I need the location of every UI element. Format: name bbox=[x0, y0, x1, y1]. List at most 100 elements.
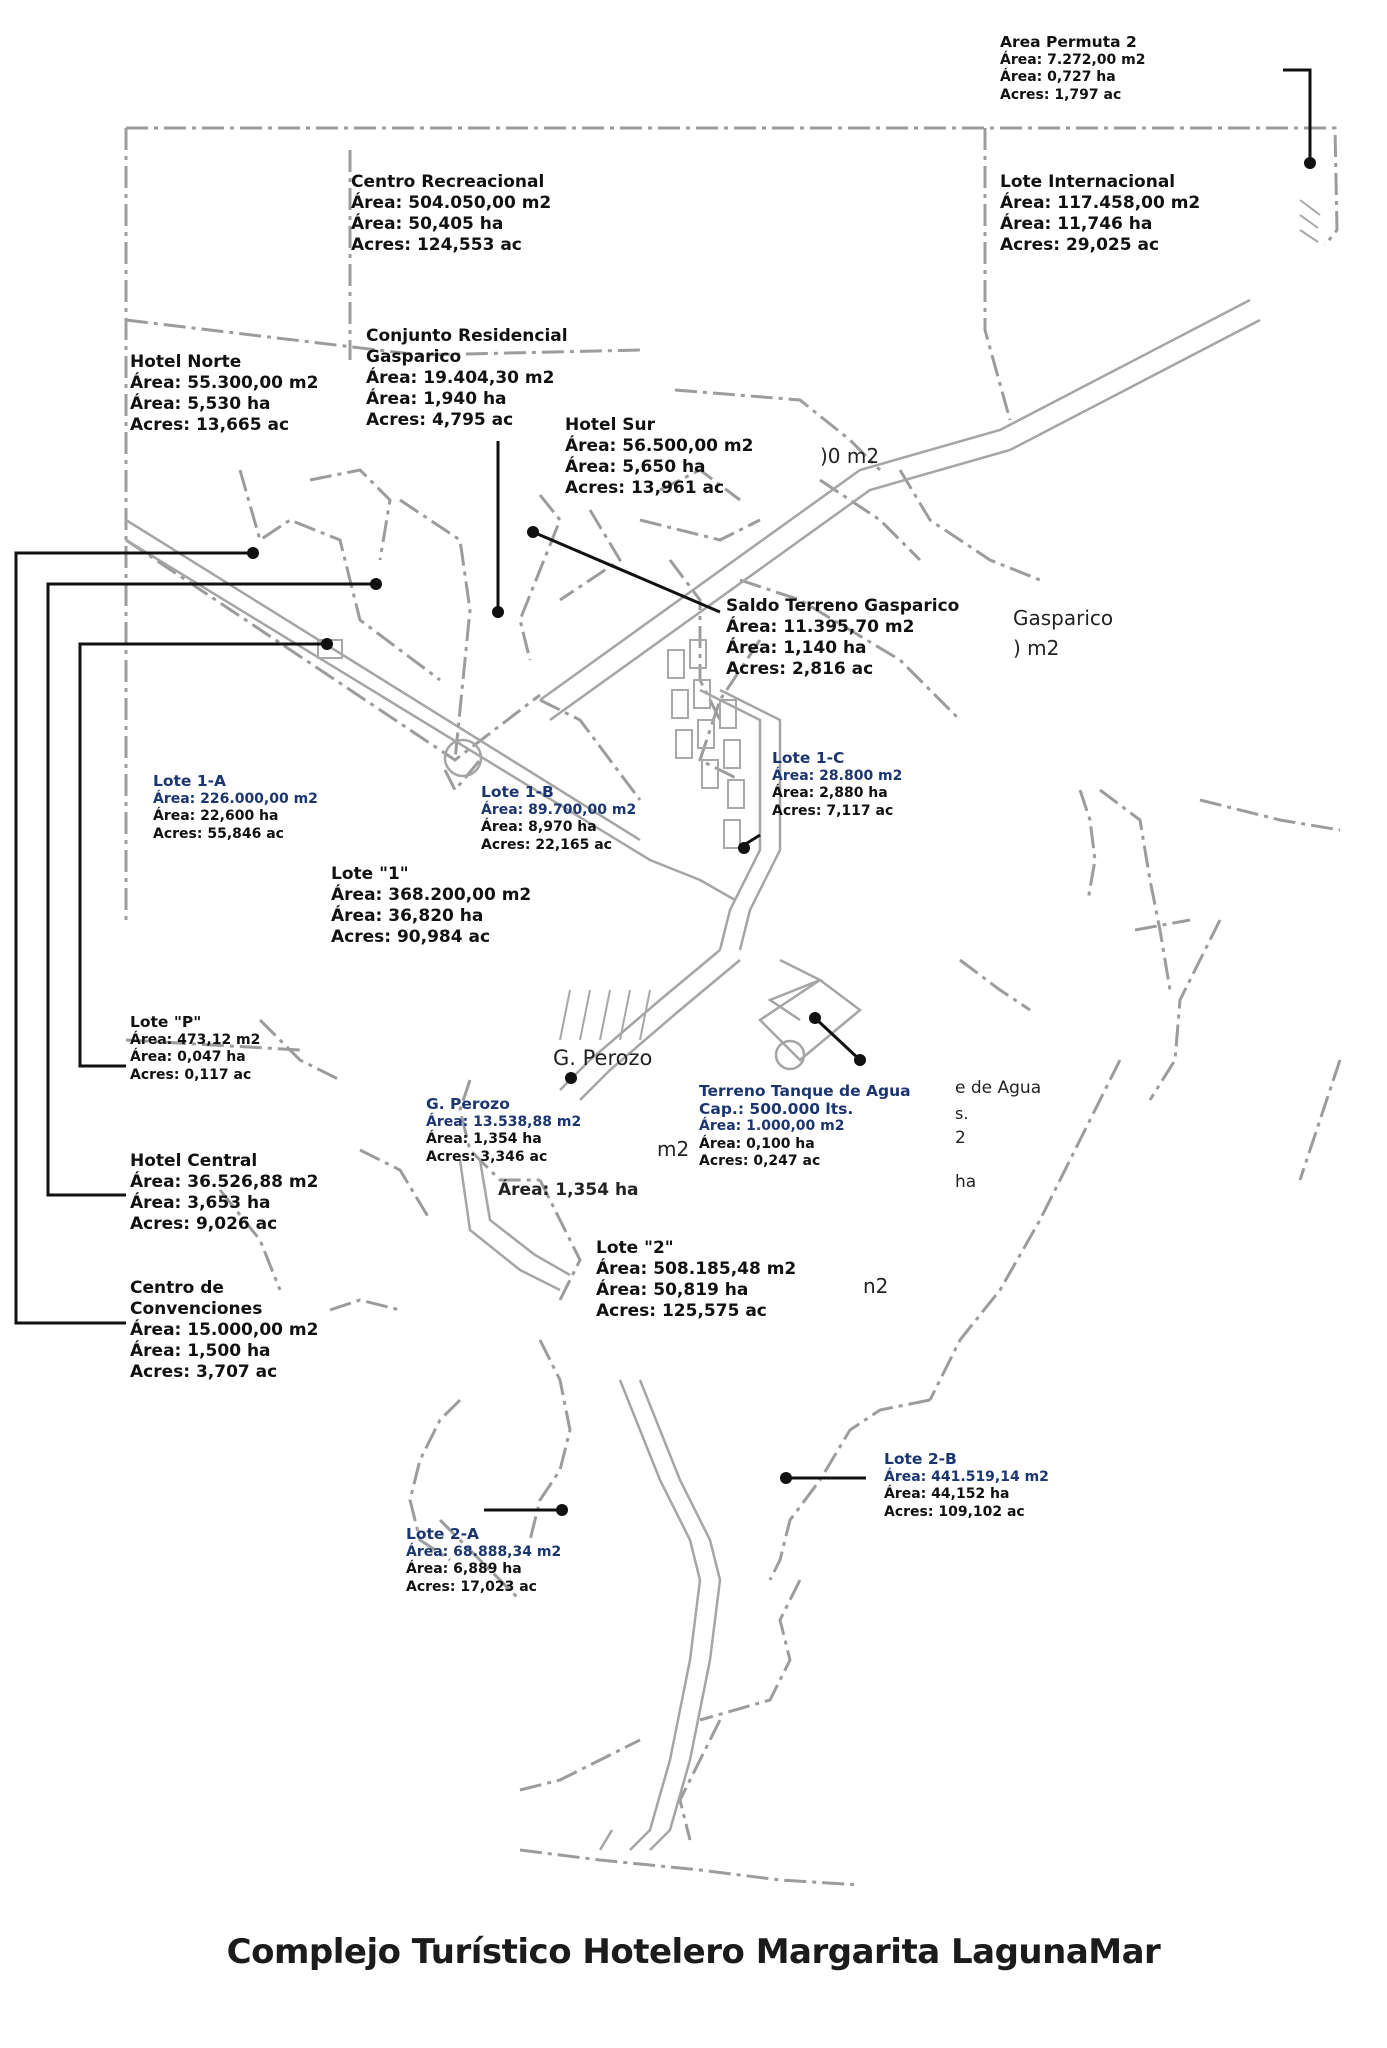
road-name-g-perozo: G. Perozo bbox=[553, 1046, 653, 1070]
lote-1a-ha: Área: 22,600 ha bbox=[153, 808, 279, 824]
lote-internacional-ha: Área: 11,746 ha bbox=[1000, 214, 1153, 234]
conjunto-residencial-ac: Acres: 4,795 ac bbox=[366, 410, 514, 430]
centro-recreacional-m2: Área: 504.050,00 m2 bbox=[351, 193, 552, 213]
marker-tanque-agua bbox=[809, 1012, 821, 1024]
lote-2b-m2: Área: 441.519,14 m2 bbox=[884, 1468, 1049, 1485]
lote-p-ha: Área: 0,047 ha bbox=[130, 1049, 246, 1065]
lote-1a-name: Lote 1-A bbox=[153, 772, 227, 790]
marker-hotel-sur bbox=[527, 526, 539, 538]
conjunto-residencial-m2: Área: 19.404,30 m2 bbox=[366, 368, 555, 388]
label-centro-recreacional: Centro Recreacional Área: 504.050,00 m2 … bbox=[351, 172, 551, 256]
label-conjunto-residencial: Conjunto Residencial Gasparico Área: 19.… bbox=[366, 326, 568, 431]
hotel-norte-m2: Área: 55.300,00 m2 bbox=[130, 373, 319, 393]
marker-centro-convenciones bbox=[247, 547, 259, 559]
lote-2-name: Lote "2" bbox=[596, 1238, 674, 1258]
lote-2-m2: Área: 508.185,48 m2 bbox=[596, 1259, 797, 1279]
lote-1a-m2: Área: 226.000,00 m2 bbox=[153, 790, 318, 807]
lote-1a-ac: Acres: 55,846 ac bbox=[153, 825, 284, 842]
marker-lote-2a bbox=[556, 1504, 568, 1516]
lote-p-m2: Área: 473,12 m2 bbox=[130, 1031, 261, 1048]
label-g-perozo: G. Perozo Área: 13.538,88 m2 Área: 1,354… bbox=[426, 1095, 582, 1166]
label-lote-1c: Lote 1-C Área: 28.800 m2 Área: 2,880 ha … bbox=[772, 749, 903, 820]
base-fragment-de-agua: e de Agua bbox=[955, 1078, 1042, 1098]
label-centro-convenciones: Centro de Convenciones Área: 15.000,00 m… bbox=[130, 1278, 318, 1383]
marker-tanque-agua-2 bbox=[854, 1054, 866, 1066]
map-title: Complejo Turístico Hotelero Margarita La… bbox=[226, 1932, 1161, 1972]
lote-p-ac: Acres: 0,117 ac bbox=[130, 1066, 252, 1083]
lote-2-ac: Acres: 125,575 ac bbox=[596, 1301, 767, 1321]
centro-recreacional-ha: Área: 50,405 ha bbox=[351, 214, 504, 234]
lote-p-name: Lote "P" bbox=[130, 1013, 202, 1031]
centro-recreacional-ac: Acres: 124,553 ac bbox=[351, 235, 522, 255]
centro-convenciones-m2: Área: 15.000,00 m2 bbox=[130, 1320, 319, 1340]
hotel-sur-name: Hotel Sur bbox=[565, 415, 656, 435]
conjunto-residencial-name-1: Conjunto Residencial bbox=[366, 326, 568, 346]
label-lote-2a: Lote 2-A Área: 68.888,34 m2 Área: 6,889 … bbox=[406, 1525, 561, 1596]
g-perozo-m2: Área: 13.538,88 m2 bbox=[426, 1113, 582, 1130]
label-lote-1a: Lote 1-A Área: 226.000,00 m2 Área: 22,60… bbox=[153, 772, 318, 843]
marker-conjunto-residencial bbox=[492, 606, 504, 618]
label-lote-1: Lote "1" Área: 368.200,00 m2 Área: 36,82… bbox=[331, 864, 531, 948]
label-saldo-terreno-gasparico: Saldo Terreno Gasparico Área: 11.395,70 … bbox=[726, 596, 959, 680]
hotel-central-ha: Área: 3,653 ha bbox=[130, 1193, 271, 1213]
label-lote-2b: Lote 2-B Área: 441.519,14 m2 Área: 44,15… bbox=[884, 1450, 1049, 1521]
lote-1c-ha: Área: 2,880 ha bbox=[772, 785, 888, 801]
area-permuta-2-ac: Acres: 1,797 ac bbox=[1000, 86, 1122, 103]
base-fragment-ha: ha bbox=[955, 1172, 977, 1192]
area-permuta-2-ha: Área: 0,727 ha bbox=[1000, 69, 1116, 85]
base-fragment-area-ha: Área: 1,354 ha bbox=[498, 1180, 639, 1200]
lote-1-name: Lote "1" bbox=[331, 864, 409, 884]
saldo-terreno-ac: Acres: 2,816 ac bbox=[726, 659, 874, 679]
label-lote-p: Lote "P" Área: 473,12 m2 Área: 0,047 ha … bbox=[130, 1013, 261, 1084]
lote-2b-ac: Acres: 109,102 ac bbox=[884, 1503, 1025, 1520]
base-fragment-gasparico: Gasparico bbox=[1013, 606, 1114, 630]
conjunto-residencial-ha: Área: 1,940 ha bbox=[366, 389, 507, 409]
base-fragment-m2-b: ) m2 bbox=[1013, 636, 1060, 660]
hotel-norte-ac: Acres: 13,665 ac bbox=[130, 415, 290, 435]
label-hotel-sur: Hotel Sur Área: 56.500,00 m2 Área: 5,650… bbox=[565, 415, 753, 499]
label-terreno-tanque-agua: Terreno Tanque de Agua Cap.: 500.000 lts… bbox=[699, 1082, 911, 1171]
lote-1b-name: Lote 1-B bbox=[481, 783, 554, 801]
base-fragment-m2-c: m2 bbox=[657, 1137, 690, 1161]
saldo-terreno-name: Saldo Terreno Gasparico bbox=[726, 596, 960, 616]
label-hotel-central: Hotel Central Área: 36.526,88 m2 Área: 3… bbox=[130, 1151, 318, 1235]
area-permuta-2-name: Area Permuta 2 bbox=[1000, 33, 1137, 51]
hotel-norte-ha: Área: 5,530 ha bbox=[130, 394, 271, 414]
marker-lote-internacional bbox=[1304, 157, 1316, 169]
centro-convenciones-ha: Área: 1,500 ha bbox=[130, 1341, 271, 1361]
lote-internacional-m2: Área: 117.458,00 m2 bbox=[1000, 193, 1201, 213]
hotel-sur-ha: Área: 5,650 ha bbox=[565, 457, 706, 477]
label-area-permuta-2: Area Permuta 2 Área: 7.272,00 m2 Área: 0… bbox=[1000, 33, 1146, 104]
marker-lote-1c bbox=[738, 842, 750, 854]
label-lote-2: Lote "2" Área: 508.185,48 m2 Área: 50,81… bbox=[596, 1238, 796, 1322]
hotel-central-ac: Acres: 9,026 ac bbox=[130, 1214, 278, 1234]
lote-1c-m2: Área: 28.800 m2 bbox=[772, 767, 903, 784]
lote-1c-name: Lote 1-C bbox=[772, 749, 845, 767]
conjunto-residencial-name-2: Gasparico bbox=[366, 347, 462, 367]
lote-1-ac: Acres: 90,984 ac bbox=[331, 927, 491, 947]
lote-internacional-name: Lote Internacional bbox=[1000, 172, 1176, 192]
tanque-agua-name: Terreno Tanque de Agua bbox=[699, 1082, 911, 1100]
centro-convenciones-name-2: Convenciones bbox=[130, 1299, 263, 1319]
marker-lote-p bbox=[321, 638, 333, 650]
lote-1c-ac: Acres: 7,117 ac bbox=[772, 802, 894, 819]
tanque-agua-ac: Acres: 0,247 ac bbox=[699, 1153, 821, 1169]
lote-2-ha: Área: 50,819 ha bbox=[596, 1280, 749, 1300]
label-lote-internacional: Lote Internacional Área: 117.458,00 m2 Á… bbox=[1000, 172, 1200, 256]
base-fragment-two: 2 bbox=[955, 1128, 966, 1148]
g-perozo-ac: Acres: 3,346 ac bbox=[426, 1148, 548, 1165]
tanque-agua-ha: Área: 0,100 ha bbox=[699, 1135, 815, 1152]
saldo-terreno-m2: Área: 11.395,70 m2 bbox=[726, 617, 915, 637]
hotel-central-name: Hotel Central bbox=[130, 1151, 258, 1171]
leader-lines bbox=[14, 68, 1312, 1512]
lote-2b-name: Lote 2-B bbox=[884, 1450, 957, 1468]
area-permuta-2-m2: Área: 7.272,00 m2 bbox=[1000, 51, 1146, 68]
saldo-terreno-ha: Área: 1,140 ha bbox=[726, 638, 867, 658]
hotel-sur-ac: Acres: 13,961 ac bbox=[565, 478, 725, 498]
marker-hotel-central bbox=[370, 578, 382, 590]
lote-internacional-ac: Acres: 29,025 ac bbox=[1000, 235, 1160, 255]
tanque-agua-m2: Área: 1.000,00 m2 bbox=[699, 1118, 845, 1134]
marker-g-perozo bbox=[565, 1072, 577, 1084]
base-fragment-m2-a: )0 m2 bbox=[820, 444, 880, 468]
